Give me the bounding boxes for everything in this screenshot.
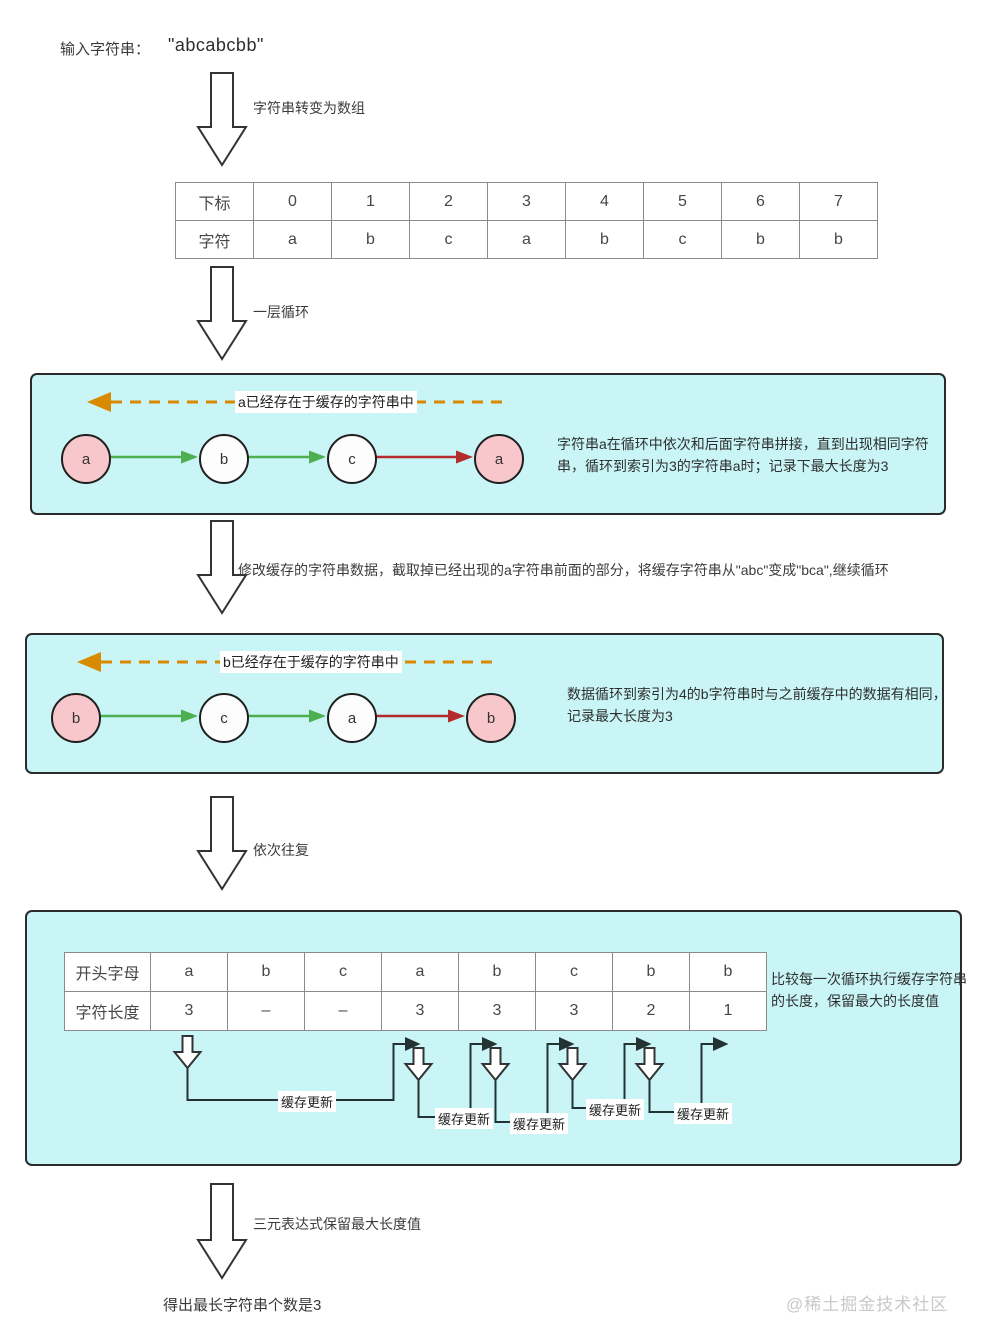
step-label-repeat: 依次往复 bbox=[253, 842, 309, 858]
loop-box-a: a已经存在于缓存的字符串中 a b c a 字符串a在循环中依次和后面字符串拼接… bbox=[30, 373, 946, 515]
node-label: a bbox=[347, 709, 357, 727]
cache-update-label: 缓存更新 bbox=[510, 1113, 569, 1134]
node-circle: b bbox=[51, 693, 101, 743]
node-label: a bbox=[494, 450, 504, 468]
dashed-arrow-label: b已经存在于缓存的字符串中 bbox=[220, 651, 402, 673]
table-cell: 2 bbox=[409, 182, 488, 221]
step-label-one-loop: 一层循环 bbox=[253, 304, 309, 320]
table-cell: a bbox=[487, 220, 566, 259]
table-cell: 3 bbox=[381, 991, 459, 1031]
down-arrow-icon bbox=[196, 266, 248, 361]
table-cell: – bbox=[304, 991, 382, 1031]
dashed-arrow-label: a已经存在于缓存的字符串中 bbox=[235, 391, 417, 413]
table-row: 下标 0 1 2 3 4 5 6 7 bbox=[175, 182, 878, 221]
box2-arrows bbox=[77, 652, 497, 723]
cache-update-connectors bbox=[172, 1035, 729, 1123]
down-arrow-icon bbox=[196, 72, 248, 167]
node-circle: b bbox=[199, 434, 249, 484]
table-cell: b bbox=[458, 952, 536, 992]
node-label: b bbox=[71, 709, 81, 727]
table-cell: b bbox=[612, 952, 690, 992]
loop-box-b: b已经存在于缓存的字符串中 b c a b 数据循环到索引为4的b字符串时与之前… bbox=[25, 633, 947, 774]
node-circle: c bbox=[199, 693, 249, 743]
summary-box: 开头字母 a b c a b c b b 字符长度 3 – – 3 3 3 2 … bbox=[25, 910, 967, 1166]
cache-update-label: 缓存更新 bbox=[278, 1091, 337, 1112]
step-label-ternary: 三元表达式保留最大长度值 bbox=[253, 1216, 421, 1232]
table-cell: 3 bbox=[150, 991, 228, 1031]
table-cell: c bbox=[304, 952, 382, 992]
table-cell: c bbox=[409, 220, 488, 259]
table-row: 字符 a b c a b c b b bbox=[175, 220, 878, 259]
node-label: c bbox=[220, 709, 228, 727]
input-string-label: 输入字符串： bbox=[60, 41, 151, 58]
node-label: b bbox=[486, 709, 496, 727]
table-cell: 7 bbox=[799, 182, 878, 221]
index-char-table: 下标 0 1 2 3 4 5 6 7 字符 a b c a b c b b bbox=[175, 182, 878, 259]
down-arrow-icon bbox=[196, 520, 248, 615]
table-cell: 1 bbox=[331, 182, 410, 221]
table-row: 开头字母 a b c a b c b b bbox=[64, 952, 767, 992]
table-cell: 5 bbox=[643, 182, 722, 221]
table-cell: – bbox=[227, 991, 305, 1031]
cache-update-label: 缓存更新 bbox=[586, 1099, 645, 1120]
length-table: 开头字母 a b c a b c b b 字符长度 3 – – 3 3 3 2 … bbox=[64, 952, 767, 1031]
table-cell: b bbox=[721, 220, 800, 259]
input-string-value: "abcabcbb" bbox=[168, 35, 264, 55]
table-cell: c bbox=[535, 952, 613, 992]
node-circle: b bbox=[466, 693, 516, 743]
table-cell: 3 bbox=[535, 991, 613, 1031]
table-header-cell: 字符长度 bbox=[64, 991, 151, 1031]
table-cell: 2 bbox=[612, 991, 690, 1031]
down-arrow-icon bbox=[196, 796, 248, 891]
final-result-text: 得出最长字符串个数是3 bbox=[163, 1297, 322, 1314]
watermark: @稀土掘金技术社区 bbox=[786, 1295, 949, 1314]
step-label-to-array: 字符串转变为数组 bbox=[253, 100, 365, 116]
table-cell: b bbox=[799, 220, 878, 259]
table-cell: a bbox=[381, 952, 459, 992]
box1-description: 字符串a在循环中依次和后面字符串拼接，直到出现相同字符串，循环到索引为3的字符串… bbox=[557, 436, 929, 475]
table-row: 字符长度 3 – – 3 3 3 2 1 bbox=[64, 991, 767, 1031]
table-cell: a bbox=[253, 220, 332, 259]
table-header-cell: 字符 bbox=[175, 220, 254, 259]
table-cell: 1 bbox=[689, 991, 767, 1031]
table-header-cell: 下标 bbox=[175, 182, 254, 221]
box2-description: 数据循环到索引为4的b字符串时与之前缓存中的数据有相同，记录最大长度为3 bbox=[567, 686, 947, 725]
cache-update-label: 缓存更新 bbox=[674, 1103, 733, 1124]
table-cell: 3 bbox=[458, 991, 536, 1031]
table-cell: 6 bbox=[721, 182, 800, 221]
node-circle: a bbox=[61, 434, 111, 484]
node-circle: a bbox=[327, 693, 377, 743]
cache-update-label: 缓存更新 bbox=[435, 1108, 494, 1129]
down-arrow-icon bbox=[196, 1183, 248, 1280]
table-cell: 3 bbox=[487, 182, 566, 221]
node-circle: a bbox=[474, 434, 524, 484]
table-cell: b bbox=[331, 220, 410, 259]
table-cell: 0 bbox=[253, 182, 332, 221]
table-cell: 4 bbox=[565, 182, 644, 221]
node-circle: c bbox=[327, 434, 377, 484]
node-label: a bbox=[81, 450, 91, 468]
table-cell: b bbox=[565, 220, 644, 259]
step-label-modify-cache: 修改缓存的字符串数据，截取掉已经出现的a字符串前面的部分，将缓存字符串从"abc… bbox=[238, 562, 889, 578]
node-label: b bbox=[219, 450, 229, 468]
table-cell: c bbox=[643, 220, 722, 259]
table-cell: a bbox=[150, 952, 228, 992]
node-label: c bbox=[348, 450, 356, 468]
box3-description: 比较每一次循环执行缓存字符串的长度，保留最大的长度值 bbox=[771, 971, 967, 1010]
